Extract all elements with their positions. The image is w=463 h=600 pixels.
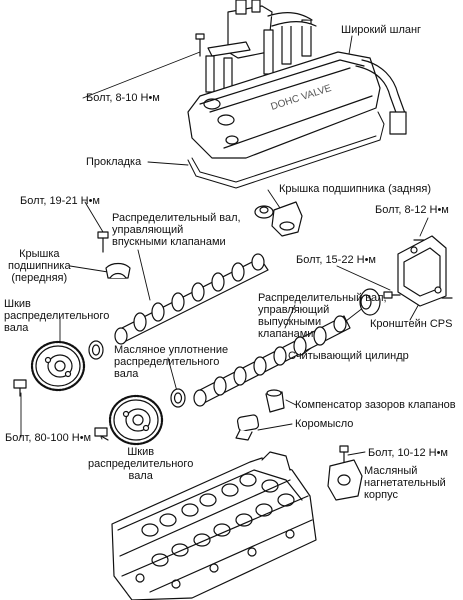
label-upper-pulley: Шкив распределительного вала	[4, 298, 109, 334]
upper-pulley-part	[30, 340, 86, 392]
label-oil-housing-line-2: нагнетательный	[364, 477, 446, 489]
exhaust-camshaft-part	[193, 315, 351, 407]
label-exhaust-camshaft-line-3: выпускными	[258, 316, 322, 328]
label-bearing-cap-front-line-3: (передняя)	[11, 272, 68, 284]
label-lower-pulley-line-3: вала	[128, 470, 153, 482]
label-bearing-cap-front-line-1: Крышка	[19, 248, 60, 260]
gasket-part	[187, 111, 385, 189]
label-bearing-cap-rear: Крышка подшипника (задняя)	[279, 183, 432, 195]
label-bolt-80-100: Болт, 80-100 Н•м	[5, 432, 92, 444]
rear-bearing-cap-part	[271, 201, 303, 237]
bolt-8-10-part	[195, 33, 205, 57]
label-bolt-8-12: Болт, 8-12 Н•м	[375, 204, 449, 216]
label-intake-camshaft-line-3: впускными клапанами	[112, 236, 226, 248]
rocker-arm-part	[235, 414, 260, 441]
label-wide-hose: Широкий шланг	[341, 24, 422, 36]
label-intake-camshaft-line-1: Распределительный вал,	[112, 212, 241, 224]
reading-cylinder-part	[359, 288, 401, 316]
label-upper-pulley-line-1: Шкив	[4, 298, 31, 310]
label-lower-pulley-line-2: распределительного	[88, 458, 194, 470]
label-oil-housing: Масляный нагнетательный корпус	[364, 465, 446, 501]
label-intake-camshaft: Распределительный вал, управляющий впуск…	[112, 212, 241, 248]
lower-pulley-part	[108, 394, 164, 446]
label-bolt-8-10: Болт, 8-10 Н•м	[86, 92, 160, 104]
label-intake-camshaft-line-2: управляющий	[112, 224, 184, 236]
label-rocker-arm: Коромысло	[295, 418, 354, 430]
cps-bracket-part	[397, 235, 453, 307]
label-cam-seal-line-2: распределительного	[114, 356, 220, 368]
front-bearing-cap-part	[105, 262, 131, 279]
oil-housing-part	[327, 459, 363, 501]
bolt-19-21-part	[97, 231, 109, 253]
label-lower-pulley: Шкив распределительного вала	[88, 446, 193, 482]
label-exhaust-camshaft: Распределительный вал, управляющий выпус…	[258, 292, 387, 340]
pulley-bolt-right-part	[94, 427, 109, 441]
label-cam-seal-line-1: Масляное уплотнение	[114, 344, 229, 356]
label-cps-bracket: Кронштейн CPS	[370, 318, 453, 330]
label-cam-seal-line-3: вала	[114, 368, 139, 380]
pulley-bolt-left-part	[13, 379, 27, 397]
intake-camshaft-part	[114, 253, 269, 345]
label-bearing-cap-front-line-2: подшипника	[8, 260, 71, 272]
cylinder-head-part	[111, 451, 317, 600]
label-reading-cylinder: Считывающий цилиндр	[288, 350, 409, 362]
label-bearing-cap-front: Крышка подшипника (передняя)	[8, 248, 71, 284]
upper-cam-seal-part	[88, 340, 104, 360]
label-bolt-10-12: Болт, 10-12 Н•м	[368, 447, 448, 459]
label-oil-housing-line-3: корпус	[364, 489, 399, 501]
label-bolt-15-22: Болт, 15-22 Н•м	[296, 254, 376, 266]
lash-adjuster-part	[265, 389, 285, 413]
label-exhaust-camshaft-line-2: управляющий	[258, 304, 330, 316]
label-lower-pulley-line-1: Шкив	[127, 446, 155, 458]
label-bolt-19-21: Болт, 19-21 Н•м	[20, 195, 100, 207]
label-oil-housing-line-1: Масляный	[364, 465, 418, 477]
camshaft-plug-part	[254, 205, 274, 219]
label-upper-pulley-line-2: распределительного	[4, 310, 110, 322]
label-lash-adjuster: Компенсатор зазоров клапанов	[295, 399, 456, 411]
bolt-10-12-part	[339, 445, 349, 463]
label-exhaust-camshaft-line-1: Распределительный вал,	[258, 292, 387, 304]
valve-cover-part: DOHC VALVE	[187, 51, 407, 159]
label-exhaust-camshaft-line-4: клапанами	[258, 328, 314, 340]
label-gasket: Прокладка	[86, 156, 142, 168]
label-cam-seal: Масляное уплотнение распределительного в…	[114, 344, 228, 380]
label-upper-pulley-line-3: вала	[4, 322, 29, 334]
lower-cam-seal-part	[170, 388, 186, 408]
